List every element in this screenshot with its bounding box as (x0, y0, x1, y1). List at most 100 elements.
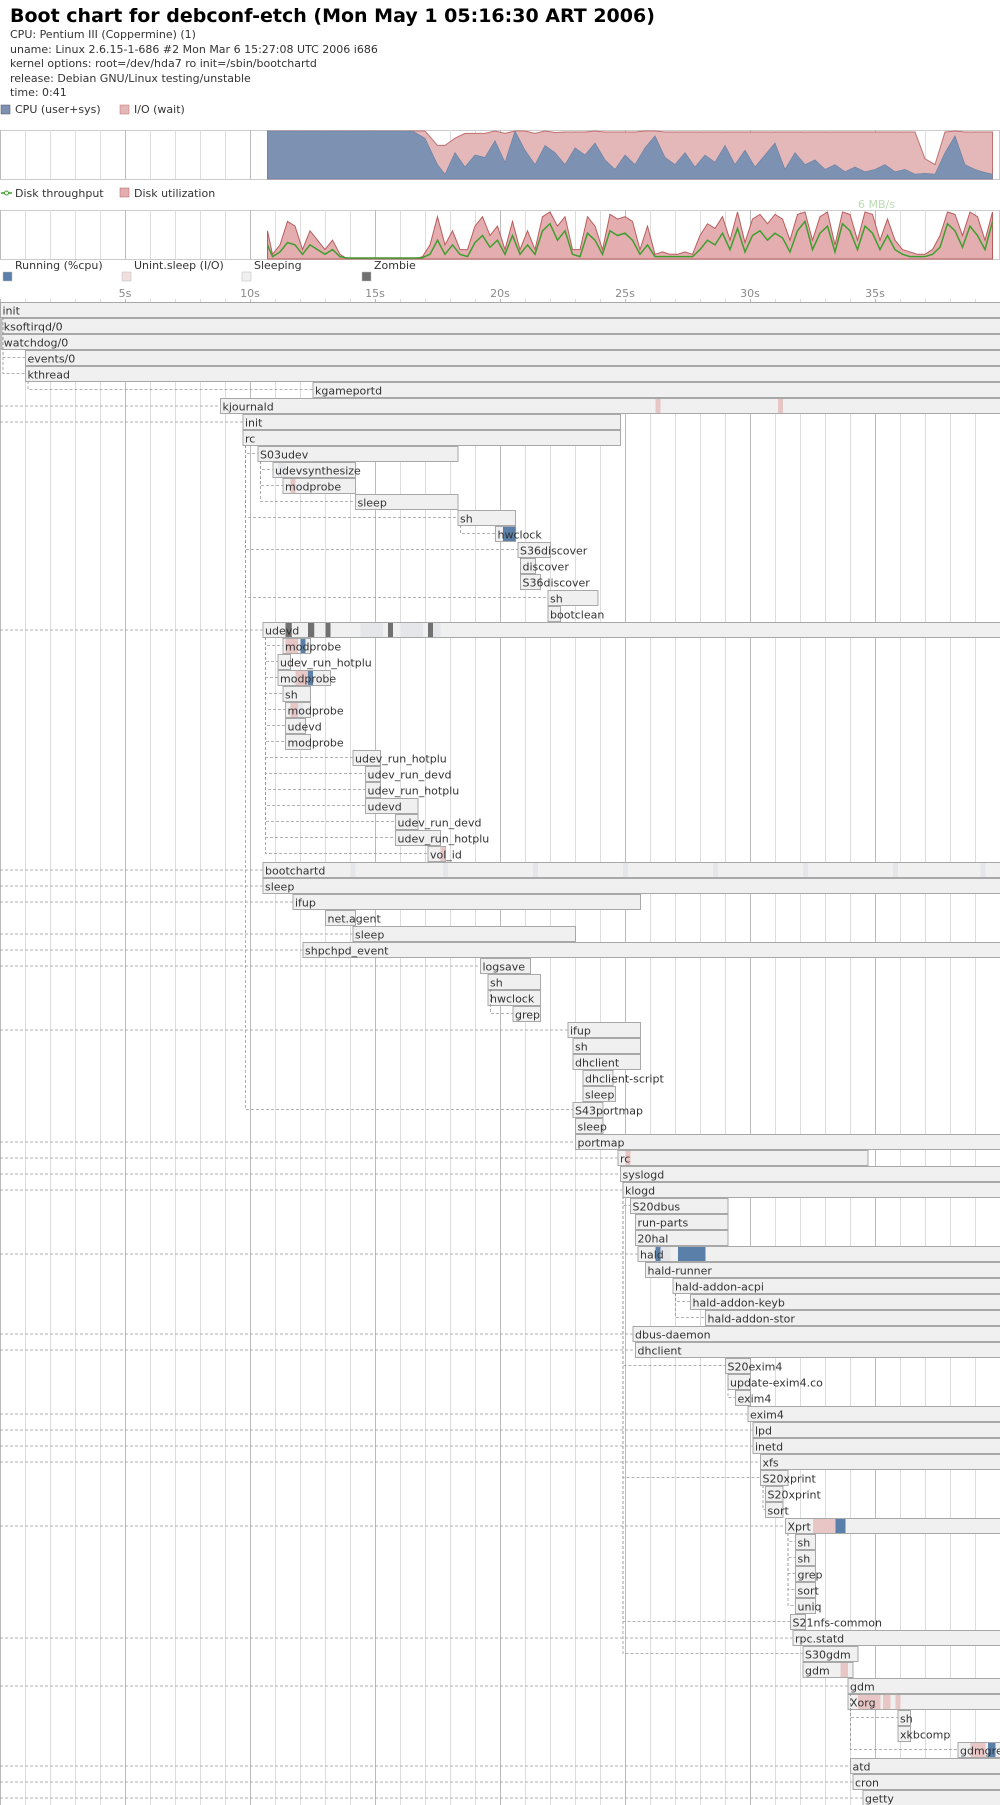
process-label: exim4 (750, 1409, 784, 1422)
time-tick-label: 35s (865, 287, 885, 300)
process-bar (635, 1342, 1000, 1358)
throughput-legend-label: Disk throughput (15, 187, 104, 200)
process-bar (0, 302, 1000, 318)
process-label: atd (853, 1761, 871, 1774)
process-label: lpd (755, 1425, 772, 1438)
process-state-segment (713, 863, 718, 877)
process-state-segment (428, 623, 433, 637)
process-connector (265, 637, 278, 662)
process-label: sh (798, 1553, 811, 1566)
process-bar (575, 1118, 604, 1134)
process-bar (517, 542, 551, 558)
process-bar (487, 990, 541, 1006)
process-state-segment (308, 671, 313, 685)
process-bar (242, 430, 621, 446)
process-label: xkbcomp (900, 1729, 950, 1742)
process-bar (1, 318, 1000, 334)
process-bar (582, 1070, 614, 1086)
process-bar (582, 1086, 616, 1102)
process-bar (547, 590, 599, 606)
process-bar (630, 1198, 729, 1214)
process-state-segment (655, 399, 661, 413)
process-label: getty (865, 1793, 894, 1805)
process-connector (622, 1181, 803, 1654)
process-bar (257, 446, 459, 462)
process-label: S36discover (523, 577, 591, 590)
io-legend-label: I/O (wait) (134, 103, 185, 116)
process-bar (282, 686, 311, 702)
process-bar (547, 606, 561, 622)
process-bar (672, 1278, 1000, 1294)
process-connector (245, 445, 573, 1110)
process-label: udevd (288, 721, 322, 734)
process-label: udev_run_hotplu (398, 833, 490, 846)
process-label: sh (798, 1537, 811, 1550)
process-bar (262, 878, 1000, 894)
process-label: rc (245, 433, 255, 446)
process-bar (395, 814, 419, 830)
process-state-segment (443, 863, 448, 877)
process-bar (262, 622, 1000, 638)
process-label: hwclock (490, 993, 535, 1006)
process-state-segment (840, 1663, 848, 1677)
process-bar (795, 1598, 816, 1614)
process-bar (572, 1038, 641, 1054)
process-state-segment (350, 863, 356, 877)
process-bar (635, 1230, 729, 1246)
process-label: dhclient (638, 1345, 683, 1358)
process-bar (765, 1502, 784, 1518)
process-label: ifup (570, 1025, 591, 1038)
process-bar (572, 1054, 641, 1070)
process-bar (365, 766, 381, 782)
process-label: logsave (483, 961, 526, 974)
process-state-segment (813, 1519, 836, 1533)
process-bar (352, 926, 576, 942)
process-state-segment (625, 1151, 631, 1165)
process-bar (765, 1486, 784, 1502)
process-label: hald (640, 1249, 664, 1262)
process-state-segment (290, 703, 298, 717)
process-bar (862, 1790, 1000, 1805)
process-connector (245, 445, 518, 550)
running-legend-label: Running (%cpu) (15, 259, 103, 272)
process-state-segment (400, 623, 423, 637)
process-label: sort (768, 1505, 790, 1518)
zombie-legend-label: Zombie (374, 259, 416, 272)
process-label: kjournald (223, 401, 274, 414)
process-state-segment (623, 863, 628, 877)
process-bar (282, 478, 356, 494)
process-state-segment (285, 623, 292, 637)
process-label: rc (620, 1153, 630, 1166)
chart-title: Boot chart for debconf-etch (Mon May 1 0… (10, 5, 655, 27)
disk-util-legend-label: Disk utilization (134, 187, 215, 200)
process-bar (242, 414, 621, 430)
process-bar (852, 1774, 1000, 1790)
process-label: syslogd (623, 1169, 665, 1182)
process-label: modprobe (280, 673, 336, 686)
process-label: dbus-daemon (635, 1329, 711, 1342)
process-bar (25, 366, 1000, 382)
process-label: hald-addon-keyb (693, 1297, 785, 1310)
unint-sleep-legend-swatch (121, 271, 132, 282)
boot-time: time: 0:41 (10, 86, 67, 99)
process-label: sleep (265, 881, 294, 894)
unint-sleep-legend-label: Unint.sleep (I/O) (134, 259, 224, 272)
process-label: S20exim4 (728, 1361, 783, 1374)
process-bar (567, 1022, 641, 1038)
process-label: hald-runner (648, 1265, 713, 1278)
process-label: S43portmap (575, 1105, 643, 1118)
process-state-segment (285, 639, 298, 653)
cpu-legend-label: CPU (user+sys) (15, 103, 101, 116)
disk-util-legend-swatch (119, 187, 130, 198)
process-bar (795, 1550, 816, 1566)
process-label: bootchartd (265, 865, 325, 878)
process-bar (795, 1534, 816, 1550)
zombie-legend-swatch (361, 271, 372, 282)
process-label: modprobe (285, 481, 341, 494)
process-bar (365, 782, 381, 798)
process-state-segment (803, 863, 808, 877)
process-bar (272, 462, 356, 478)
process-bar (355, 494, 459, 510)
disk-max-throughput-label: 6 MB/s (858, 198, 895, 211)
process-label: modprobe (288, 737, 344, 750)
